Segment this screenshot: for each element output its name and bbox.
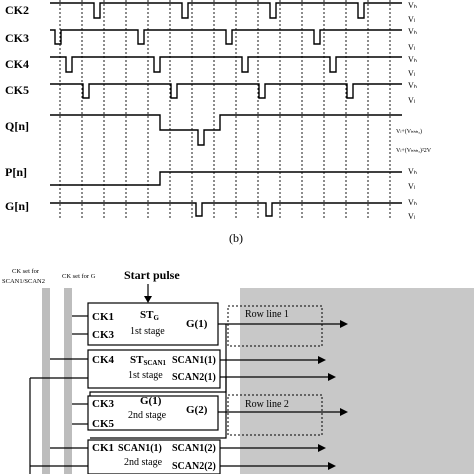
stage4-output-scan2: SCAN2(2) bbox=[172, 461, 216, 472]
ck5-waveform bbox=[50, 83, 402, 99]
ck3-high-label: Vₕ bbox=[408, 27, 417, 36]
qn-waveform bbox=[50, 114, 402, 146]
pn-low-label: Vₗ bbox=[408, 182, 415, 191]
g2-output-arrow bbox=[340, 408, 348, 416]
timing-caption: (b) bbox=[229, 231, 243, 245]
ck4-low-label: Vₗ bbox=[408, 69, 415, 78]
scan2-1-output-arrow bbox=[328, 373, 336, 381]
row-line-1-box bbox=[227, 305, 323, 347]
ck-set-g-label: CK set for G bbox=[62, 273, 96, 280]
qn-level1-label: Vₗ+(Vₕₕₕₐ) bbox=[396, 128, 422, 135]
stage1-input-ck3: CK3 bbox=[92, 329, 115, 341]
gn-low-label: Vₗ bbox=[408, 212, 415, 221]
start-pulse-arrow bbox=[144, 296, 152, 303]
pn-label: P[n] bbox=[5, 165, 27, 179]
ck4-label: CK4 bbox=[5, 57, 29, 71]
ck3-waveform bbox=[50, 29, 402, 45]
g1-to-stage3-wire bbox=[89, 324, 227, 398]
g1-output-arrow bbox=[340, 320, 348, 328]
ck3-low-label: Vₗ bbox=[408, 43, 415, 52]
scan2-2-output-arrow bbox=[328, 462, 336, 470]
ck4-high-label: Vₕ bbox=[408, 55, 417, 64]
ck-set-scan-label-line1: CK set for bbox=[12, 268, 40, 275]
ck3-label: CK3 bbox=[5, 31, 29, 45]
ck2-label: CK2 bbox=[5, 3, 29, 17]
ck2-waveform bbox=[50, 2, 402, 19]
ck2-low-label: Vₗ bbox=[408, 15, 415, 24]
stage-schematic: CK set for SCAN1/SCAN2 CK set for G Star… bbox=[2, 268, 474, 474]
stage2-title: STSCAN1 bbox=[130, 354, 167, 367]
ck2-high-label: Vₕ bbox=[408, 1, 417, 10]
gn-waveform bbox=[50, 202, 402, 217]
ck5-low-label: Vₗ bbox=[408, 96, 415, 105]
gn-high-label: Vₕ bbox=[408, 198, 417, 207]
stage3-output-g2: G(2) bbox=[186, 404, 208, 416]
g-clock-bus bbox=[64, 288, 72, 474]
ck4-waveform bbox=[50, 56, 402, 73]
stage3-input-ck5: CK5 bbox=[92, 418, 115, 430]
scan-clock-bus bbox=[42, 288, 50, 474]
row-line-1-label: Row line 1 bbox=[245, 309, 289, 320]
display-panel-area bbox=[240, 288, 474, 474]
stage4-input-ck1: CK1 bbox=[92, 442, 114, 454]
stage4-stage-label: 2nd stage bbox=[124, 457, 163, 468]
stage4-title: SCAN1(1) bbox=[118, 443, 162, 454]
stage-stg-2 bbox=[87, 395, 219, 431]
stage-stscan1-2 bbox=[87, 439, 221, 474]
start-pulse-label: Start pulse bbox=[124, 268, 180, 282]
stage1-output-g1: G(1) bbox=[186, 318, 208, 330]
ck5-high-label: Vₕ bbox=[408, 81, 417, 90]
timing-diagram: CK2 Vₕ Vₗ CK3 Vₕ Vₗ CK4 Vₕ Vₗ CK5 Vₕ Vₗ … bbox=[5, 0, 432, 245]
stage1-stage-label: 1st stage bbox=[130, 326, 165, 337]
stage3-title: G(1) bbox=[140, 395, 162, 407]
stage2-output-scan1: SCAN1(1) bbox=[172, 355, 216, 366]
stage4-output-scan1: SCAN1(2) bbox=[172, 443, 216, 454]
stage2-input-ck4: CK4 bbox=[92, 354, 115, 366]
pn-high-label: Vₕ bbox=[408, 167, 417, 176]
stage1-input-ck1: CK1 bbox=[92, 311, 114, 323]
scan-to-stage4-wire bbox=[90, 377, 227, 439]
stage-stg-1 bbox=[87, 302, 219, 346]
stage-stscan1-1 bbox=[87, 349, 221, 389]
row-line-2-box bbox=[227, 394, 323, 436]
stage3-stage-label: 2nd stage bbox=[128, 410, 167, 421]
stage2-stage-label: 1st stage bbox=[128, 370, 163, 381]
ck-set-scan-label-line2: SCAN1/SCAN2 bbox=[2, 278, 45, 285]
qn-label: Q[n] bbox=[5, 119, 29, 133]
gn-label: G[n] bbox=[5, 199, 29, 213]
qn-level2-label: Vₗ+(Vₕₕₕₐ)²2V bbox=[396, 147, 432, 154]
stage2-output-scan2: SCAN2(1) bbox=[172, 372, 216, 383]
scan1-1-output-arrow bbox=[318, 356, 326, 364]
scan1-2-output-arrow bbox=[318, 444, 326, 452]
row-line-2-label: Row line 2 bbox=[245, 399, 289, 410]
ck5-label: CK5 bbox=[5, 83, 29, 97]
stage1-title: STG bbox=[140, 309, 159, 322]
timing-grid bbox=[59, 0, 391, 218]
stage3-input-ck3: CK3 bbox=[92, 398, 115, 410]
pn-waveform bbox=[50, 171, 402, 186]
